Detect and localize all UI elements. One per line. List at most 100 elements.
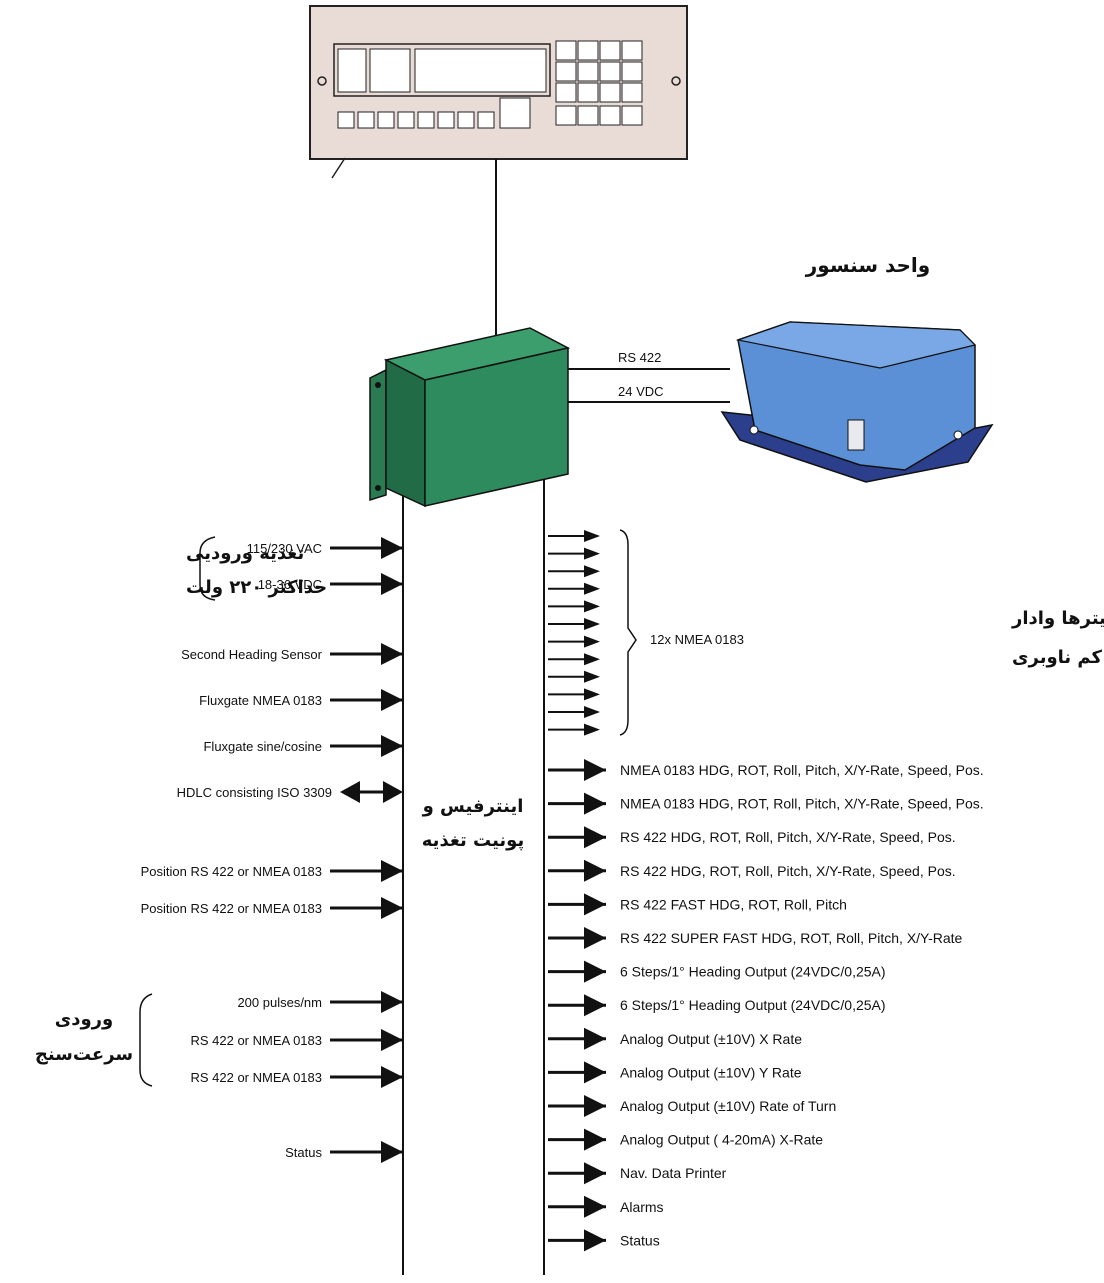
- display-window: [414, 48, 547, 93]
- repeater-arrow-head: [584, 565, 600, 578]
- output-label: Nav. Data Printer: [620, 1165, 727, 1181]
- output-arrow-head: [584, 859, 606, 882]
- speed-input-group: ورودی سرعت‌سنج: [35, 993, 153, 1087]
- speed-input-title-line1: ورودی: [55, 1009, 113, 1030]
- output-label: RS 422 SUPER FAST HDG, ROT, Roll, Pitch,…: [620, 930, 963, 946]
- input-label: HDLC consisting ISO 3309: [177, 785, 332, 800]
- output-arrow-head: [584, 994, 606, 1017]
- power-input-group: تغذیه ورودیی حداکثر ۲۲۰ ولت: [186, 536, 327, 601]
- display-window: [337, 48, 367, 93]
- sensor-unit: [720, 321, 994, 483]
- input-label: Fluxgate NMEA 0183: [199, 693, 322, 708]
- repeater-group-label: 12x NMEA 0183: [650, 632, 744, 647]
- repeater-arrow-head: [584, 706, 600, 718]
- repeater-arrow-head: [584, 670, 600, 683]
- repeater-title-line1: خروجی به ریپیترها وادار: [1011, 608, 1104, 629]
- speed-input-title-line2: سرعت‌سنج: [35, 1044, 133, 1065]
- output-arrow-head: [584, 792, 606, 815]
- interface-unit-label-line1: اینترفیس و: [422, 796, 524, 817]
- output-label: RS 422 HDG, ROT, Roll, Pitch, X/Y-Rate, …: [620, 829, 956, 845]
- sensor-connector: [847, 419, 865, 451]
- repeater-arrow-head: [584, 582, 600, 595]
- power-input-rows: 115/230 VAC 18-36 VDC: [247, 537, 403, 595]
- input-label: Status: [285, 1145, 322, 1160]
- input-arrow-head-right: [383, 781, 403, 803]
- output-label: Analog Output (±10V) X Rate: [620, 1031, 802, 1047]
- output-label: RS 422 HDG, ROT, Roll, Pitch, X/Y-Rate, …: [620, 863, 956, 879]
- repeater-title-line2: و سیستم‌های کم ناوبری: [1012, 647, 1104, 668]
- output-arrow-head: [584, 1061, 606, 1084]
- output-arrow-head: [584, 826, 606, 849]
- output-label: Alarms: [620, 1199, 664, 1215]
- screw-icon: [671, 76, 681, 86]
- screw-icon: [375, 485, 381, 491]
- input-arrow-head: [381, 897, 403, 919]
- input-arrow-head: [381, 735, 403, 757]
- input-label: 115/230 VAC: [247, 541, 322, 556]
- input-arrow-head: [381, 1141, 403, 1163]
- input-arrow-head: [381, 643, 403, 665]
- output-arrow-head: [584, 927, 606, 949]
- input-arrow-head: [381, 573, 403, 595]
- display-frame: [333, 43, 551, 97]
- input-arrow-head: [381, 1066, 403, 1088]
- link-label-24vdc: 24 VDC: [618, 384, 664, 399]
- function-keys: [337, 97, 531, 129]
- mount-hole-icon: [953, 430, 963, 440]
- input-arrow-head: [381, 991, 403, 1013]
- output-label: Status: [620, 1232, 660, 1248]
- input-arrow-head-left: [340, 781, 360, 803]
- output-arrow-head: [584, 893, 606, 916]
- output-arrow-head: [584, 1095, 606, 1117]
- output-arrow-head: [584, 1229, 606, 1252]
- output-label: Analog Output (±10V) Rate of Turn: [620, 1098, 836, 1114]
- input-arrow-head: [381, 860, 403, 882]
- interface-unit-label-line2: پونیت تغذیه: [422, 830, 524, 851]
- output-arrow-head: [584, 759, 606, 781]
- power-input-brace: [199, 536, 216, 601]
- output-label: NMEA 0183 HDG, ROT, Roll, Pitch, X/Y-Rat…: [620, 796, 984, 812]
- panel-cable: [331, 157, 346, 179]
- input-label: Second Heading Sensor: [181, 647, 323, 662]
- repeater-brace: [619, 529, 637, 736]
- input-arrow-head: [381, 689, 403, 711]
- output-label: NMEA 0183 HDG, ROT, Roll, Pitch, X/Y-Rat…: [620, 762, 984, 778]
- display-window: [369, 48, 411, 93]
- speed-input-brace: [139, 993, 153, 1087]
- output-arrow-head: [584, 1027, 606, 1050]
- repeater-arrow-head: [584, 530, 600, 542]
- control-panel: [309, 5, 688, 179]
- input-label: Position RS 422 or NMEA 0183: [141, 901, 322, 916]
- repeater-arrow-head: [584, 600, 600, 613]
- output-label: Analog Output (±10V) Y Rate: [620, 1064, 802, 1080]
- power-input-title-line2: حداکثر ۲۲۰ ولت: [186, 577, 327, 598]
- link-label-rs422: RS 422: [618, 350, 661, 365]
- repeater-arrows: [548, 530, 600, 736]
- output-label: 6 Steps/1° Heading Output (24VDC/0,25A): [620, 997, 886, 1013]
- input-label: RS 422 or NMEA 0183: [190, 1033, 322, 1048]
- input-label: 18-36 VDC: [258, 577, 322, 592]
- input-label: Fluxgate sine/cosine: [203, 739, 322, 754]
- repeater-arrow-head: [584, 547, 600, 560]
- power-input-title-line1: تغذیه ورودیی: [186, 543, 304, 564]
- input-label: RS 422 or NMEA 0183: [190, 1070, 322, 1085]
- sensor-unit-title: واحد سنسور: [805, 253, 930, 277]
- input-arrow-head: [381, 537, 403, 559]
- output-arrow-head: [584, 1128, 606, 1151]
- output-arrow-head: [584, 1162, 606, 1185]
- output-arrow-head: [584, 1195, 606, 1218]
- repeater-arrow-head: [584, 723, 600, 736]
- output-label: RS 422 FAST HDG, ROT, Roll, Pitch: [620, 896, 847, 912]
- output-label: 6 Steps/1° Heading Output (24VDC/0,25A): [620, 964, 886, 980]
- output-rows: NMEA 0183 HDG, ROT, Roll, Pitch, X/Y-Rat…: [548, 759, 984, 1252]
- repeater-arrow-head: [584, 688, 600, 701]
- mount-hole-icon: [749, 425, 759, 435]
- input-arrow-head: [381, 1029, 403, 1051]
- input-label: Position RS 422 or NMEA 0183: [141, 864, 322, 879]
- interface-unit-box: [369, 327, 571, 508]
- screw-icon: [317, 76, 327, 86]
- repeater-arrow-head: [584, 618, 600, 630]
